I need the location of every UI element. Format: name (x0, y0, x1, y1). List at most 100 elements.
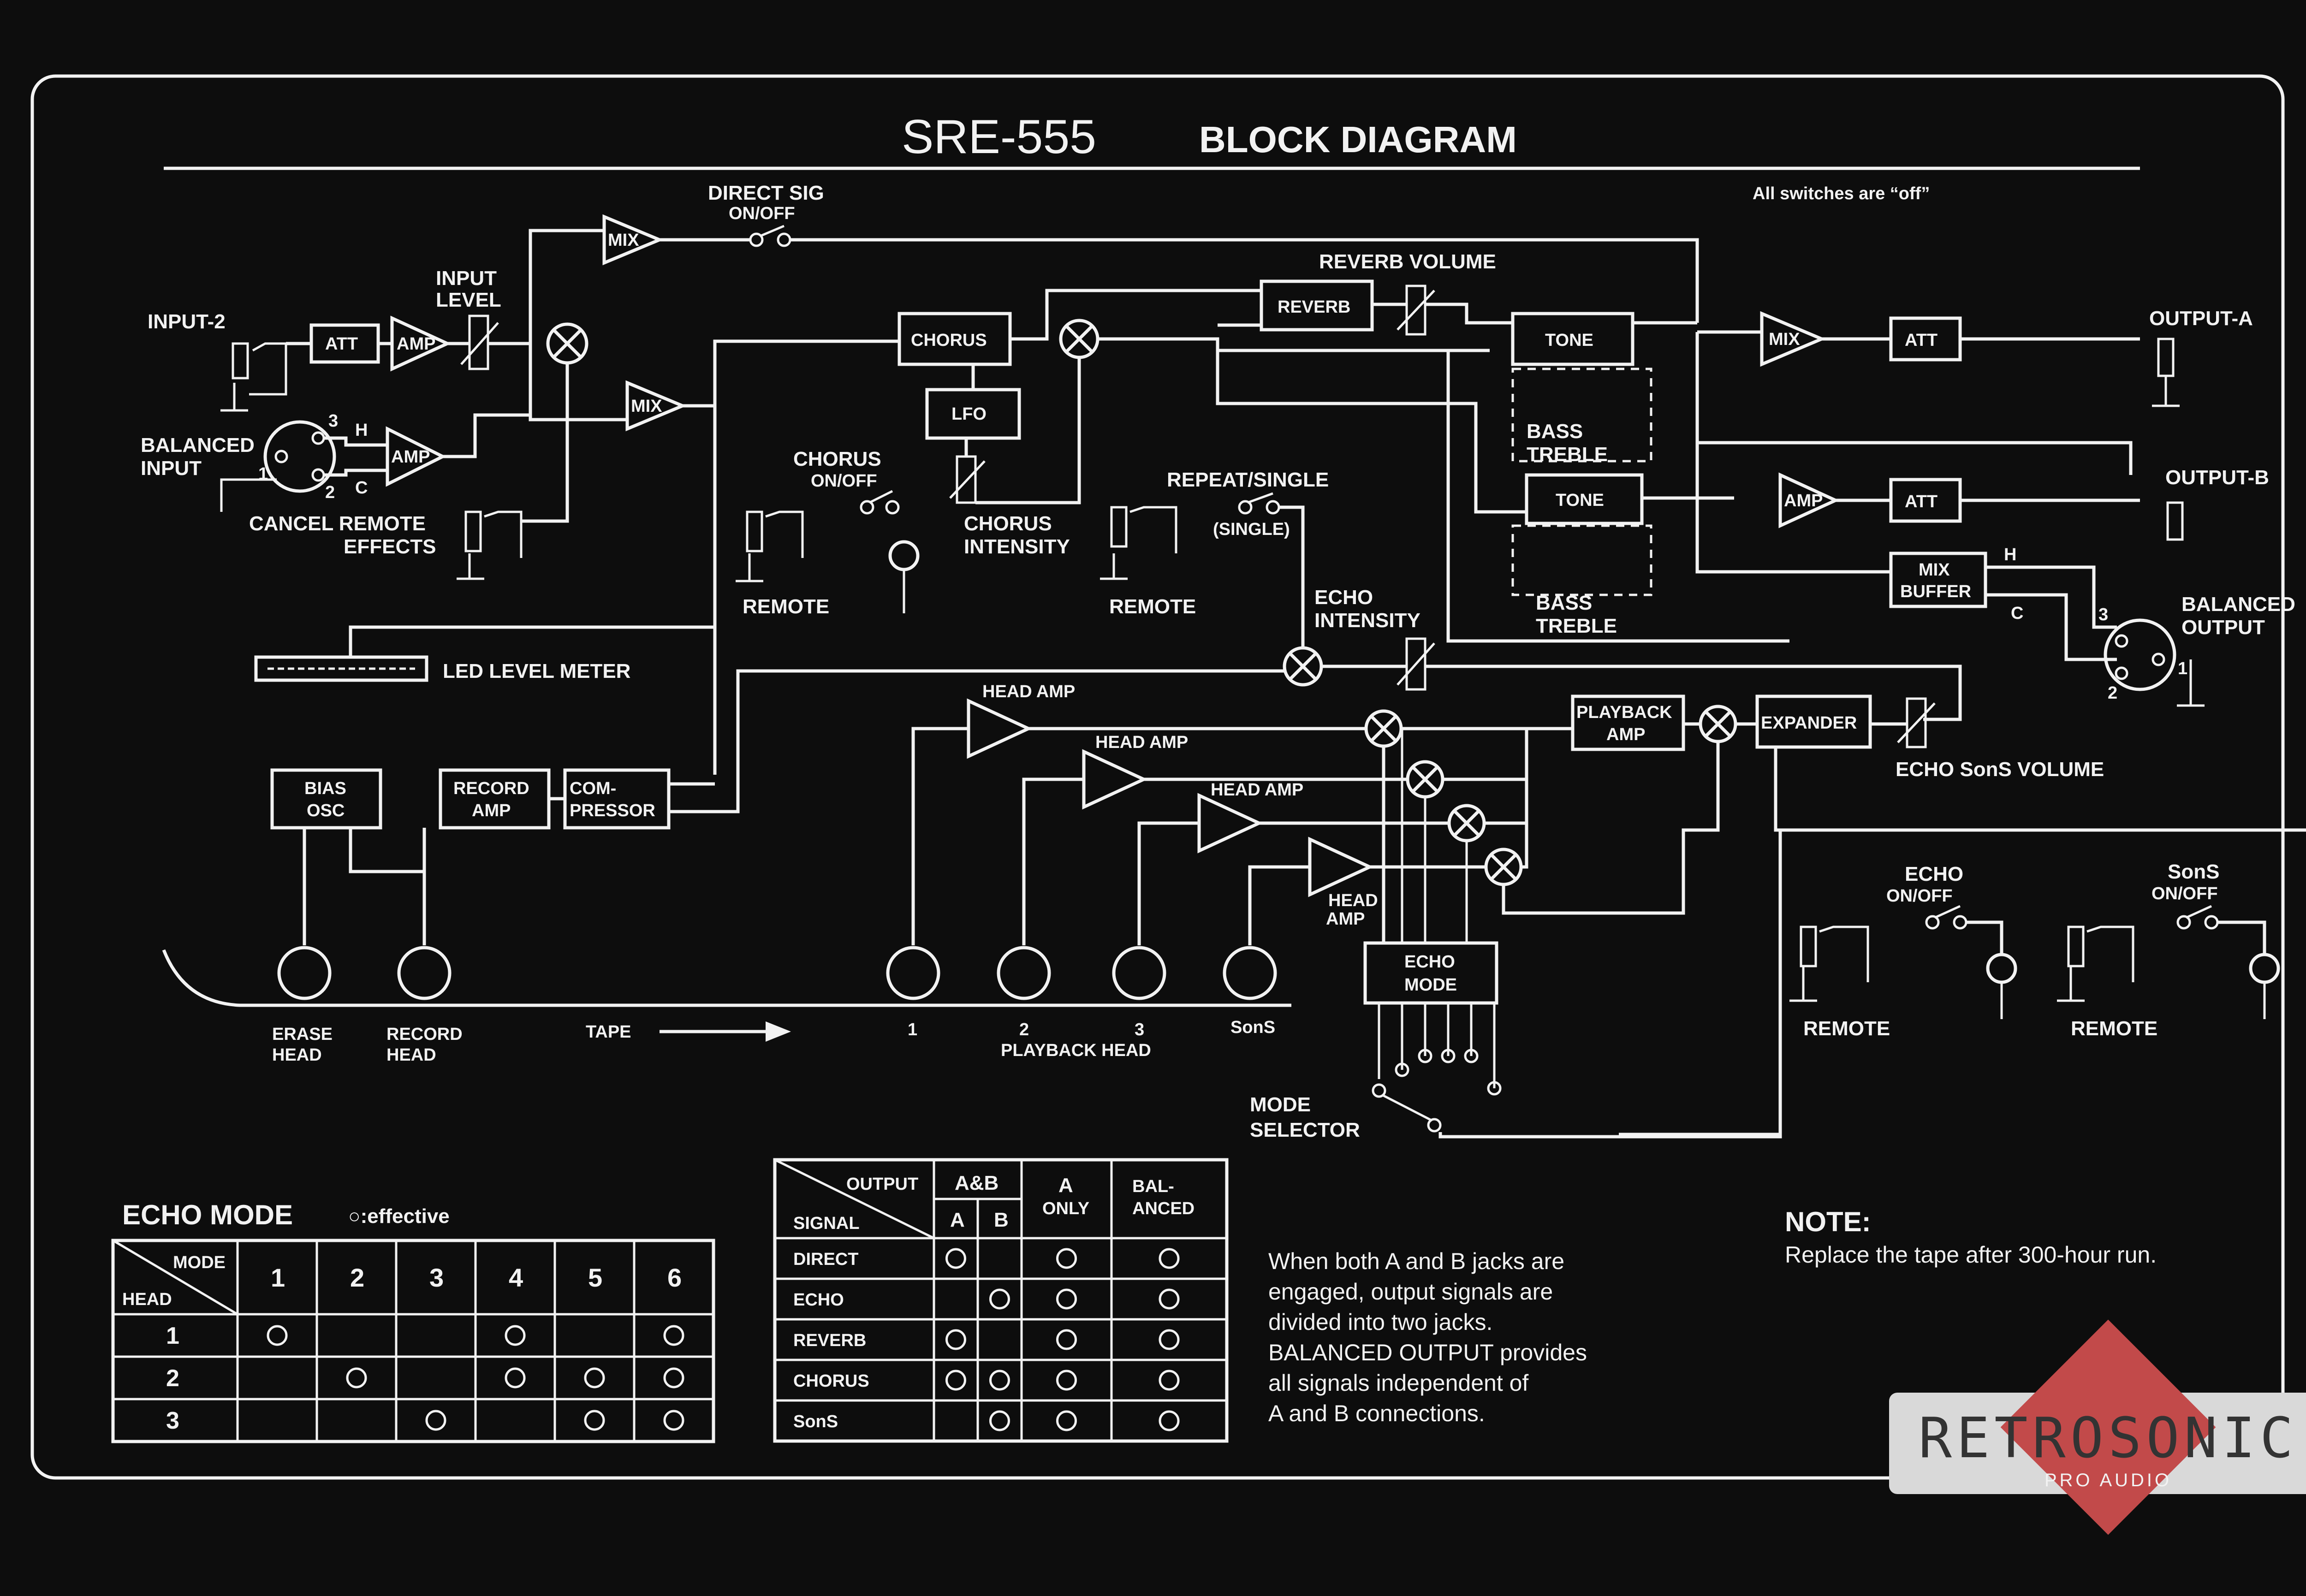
echo-table-mark (267, 1325, 288, 1346)
head-amp-3-triangle (1197, 793, 1263, 854)
att-output-a-box (1889, 316, 1962, 362)
chorus-box-label: CHORUS (911, 331, 987, 350)
echo-table-mode-label: MODE (173, 1253, 226, 1272)
wire-ph2 (1022, 777, 1084, 945)
playback-head-sos (1223, 946, 1277, 1000)
head-amp-label-1: HEAD AMP (982, 682, 1075, 701)
output-table-mark (945, 1248, 966, 1269)
selector-contact-6 (1487, 1081, 1502, 1096)
bias-osc-label-2: OSC (307, 801, 345, 820)
led-level-meter-label: LED LEVEL METER (443, 660, 630, 682)
record-amp-label-1: RECORD (453, 779, 529, 798)
selector-arm (1382, 1094, 1433, 1122)
chorus-intensity-arrow (949, 460, 986, 499)
output-table-mark (1159, 1329, 1180, 1350)
amp-output-b-triangle (1778, 472, 1840, 528)
record-head (397, 946, 452, 1000)
balanced-output-pin3 (2115, 634, 2128, 648)
echo-onoff-label-2: ON/OFF (1886, 886, 1953, 906)
tone-box-b-label: TONE (1556, 491, 1604, 510)
echo-table-mark (584, 1367, 605, 1388)
direct-sig-label: DIRECT SIG (708, 182, 824, 204)
balanced-input-pin1-label: 1 (258, 464, 268, 484)
head-amp-1-triangle (967, 698, 1033, 759)
mult-node-4-x2 (1490, 853, 1517, 881)
output-table-mark (1056, 1248, 1077, 1269)
output-table-ab-label: A&B (955, 1172, 998, 1194)
echo-switch-arm (1934, 905, 1961, 919)
wire-chorus-out (1010, 289, 1268, 341)
head-amp-label-4b: AMP (1326, 909, 1365, 929)
input-level-pot (468, 314, 489, 370)
output-table-mark (989, 1370, 1010, 1391)
jacks-note-line-2: engaged, output signals are (1268, 1279, 1553, 1305)
expander-box (1755, 694, 1872, 749)
output-table-mark (1056, 1329, 1077, 1350)
balanced-output-label-1: BALANCED (2181, 593, 2295, 616)
mult-node-2-x2 (1411, 765, 1439, 793)
echo-table-mark (505, 1325, 526, 1346)
cancel-remote-contact (484, 510, 523, 558)
repeat-remote-contact (1129, 506, 1177, 553)
erase-head-label-1: ERASE (272, 1025, 333, 1044)
led-level-meter (254, 655, 428, 682)
direct-sig-switch-label: ON/OFF (729, 204, 795, 223)
erase-head-label-2: HEAD (272, 1045, 322, 1065)
sos-remote-jack (2067, 926, 2085, 967)
mix-output-a-label: MIX (1769, 330, 1800, 349)
echo-node-x2 (1289, 652, 1317, 681)
wire-echo-switch (1966, 920, 2003, 955)
output-table-mark (1159, 1288, 1180, 1310)
record-head-label-1: RECORD (386, 1025, 463, 1044)
output-table-frame (773, 1158, 1229, 1443)
echo-mode-legend: ○:effective (348, 1205, 450, 1228)
echo-sos-volume-label: ECHO SonS VOLUME (1896, 758, 2104, 781)
jacks-note-line-4: BALANCED OUTPUT provides (1268, 1340, 1587, 1365)
output-table-signal-name: CHORUS (793, 1371, 869, 1391)
balanced-output-xlr (2104, 618, 2176, 691)
logo-brand-text: RETROSONIC (1918, 1406, 2298, 1471)
echo-table-mark (505, 1367, 526, 1388)
cancel-remote-label: CANCEL REMOTE (249, 512, 426, 535)
playback-head-1 (886, 946, 940, 1000)
effects-label: EFFECTS (344, 535, 436, 558)
echo-intensity-label-1: ECHO (1314, 586, 1373, 609)
balanced-input-label-2: INPUT (141, 457, 202, 480)
echo-remote-label: REMOTE (1803, 1017, 1890, 1040)
output-table-mark (1159, 1370, 1180, 1391)
chorus-switch-arm (868, 490, 893, 504)
repeat-single-label: REPEAT/SINGLE (1167, 469, 1329, 491)
wire-repeat-down (1280, 505, 1305, 648)
playback-head-3-label: 3 (1135, 1020, 1144, 1039)
selector-contact-3 (1418, 1049, 1432, 1063)
mix-buffer-box (1889, 552, 1987, 608)
output-table-signal-name: REVERB (793, 1331, 866, 1350)
echo-onoff-label-1: ECHO (1905, 863, 1963, 885)
echo-table-head-label: HEAD (122, 1290, 172, 1309)
wire-mix-bus (1695, 332, 1891, 574)
echo-table-mode-number: 4 (509, 1263, 523, 1292)
echo-table-mode-number: 5 (588, 1263, 602, 1292)
wire-chorus-node-feedback (975, 357, 1081, 504)
head-amp-label-3: HEAD AMP (1211, 780, 1303, 800)
sos-switch-b (2204, 915, 2219, 930)
single-label: (SINGLE) (1213, 520, 1290, 539)
balanced-input-h-label: H (355, 421, 368, 440)
chorus-switch-b (885, 500, 900, 515)
output-table-mark (1056, 1370, 1077, 1391)
input-node-x2 (552, 328, 582, 359)
output-table-aonly-label-2: ONLY (1042, 1199, 1089, 1218)
echo-sos-volume-arrow (1897, 702, 1936, 743)
output-table-signal-name: SonS (793, 1412, 838, 1431)
chorus-box (897, 312, 1012, 366)
echo-table-mode-number: 6 (667, 1263, 682, 1292)
wire-a-b-link (1697, 441, 2133, 475)
wire-sos-return (1502, 742, 1720, 915)
expander-label: EXPANDER (1761, 713, 1857, 733)
playback-amp-label-1: PLAYBACK (1576, 703, 1672, 722)
sos-onoff-label-1: SonS (2168, 860, 2219, 883)
echo-table-mark (425, 1410, 446, 1431)
output-table-signal-name: ECHO (793, 1290, 844, 1310)
